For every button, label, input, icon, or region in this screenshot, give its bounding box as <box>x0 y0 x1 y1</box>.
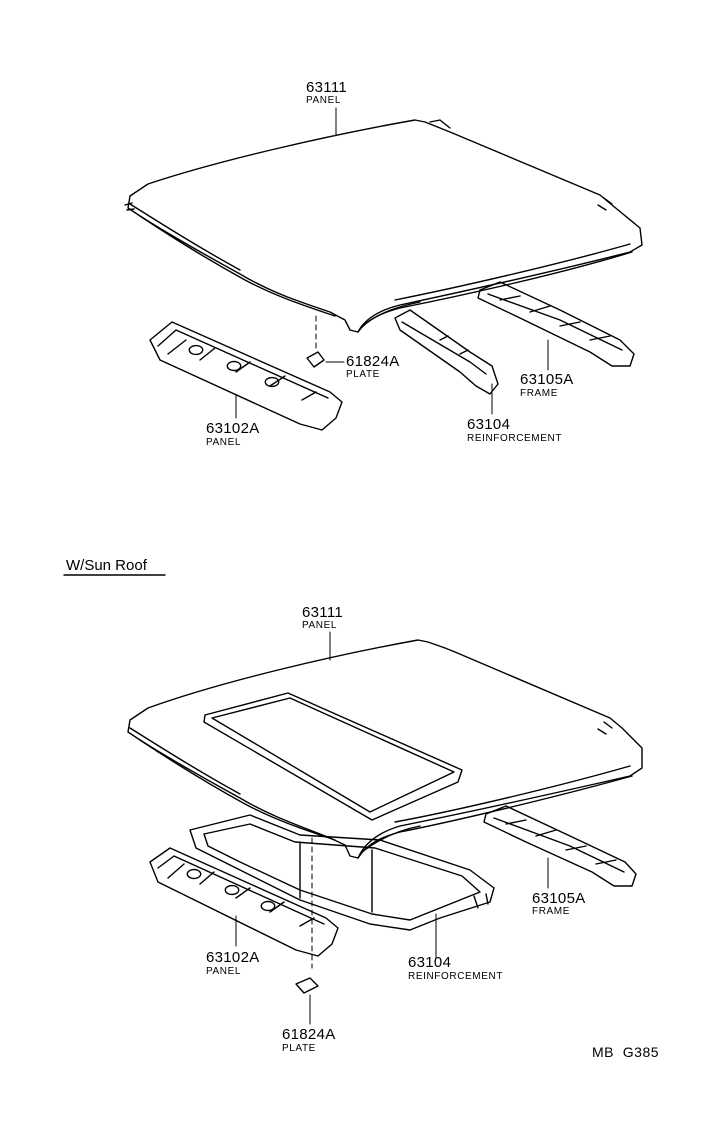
sr-roof-part-name: PANEL <box>302 620 338 631</box>
sr-front-panel-part-name: PANEL <box>206 966 242 977</box>
sr-front-panel-part-no: 63102A <box>206 949 260 966</box>
top-roof-part-name: PANEL <box>306 95 342 106</box>
top-roof-part-no: 63111 <box>306 79 347 96</box>
top-roof-panel <box>124 119 643 333</box>
sunroof-frame <box>483 805 637 887</box>
sr-frame-part-no: 63105A <box>532 890 586 907</box>
top-frame-part-name: FRAME <box>520 388 558 399</box>
top-front-panel <box>149 321 343 431</box>
sr-roof-part-no: 63111 <box>302 604 343 621</box>
top-plate-part-name: PLATE <box>346 369 380 380</box>
sr-plate-part-name: PLATE <box>282 1043 316 1054</box>
diagram-code: MB G385 <box>592 1044 660 1060</box>
top-plate-part-no: 61824A <box>346 353 400 370</box>
top-reinforcement <box>394 309 499 395</box>
sr-reinf-part-name: REINFORCEMENT <box>408 971 504 982</box>
sunroof-plate-shape <box>295 977 319 994</box>
top-frame-part-no: 63105A <box>520 371 574 388</box>
sr-frame-part-name: FRAME <box>532 906 570 917</box>
top-front-panel-part-no: 63102A <box>206 420 260 437</box>
sunroof-front-panel <box>149 847 339 957</box>
sunroof-section-heading: W/Sun Roof <box>66 557 147 574</box>
top-plate-shape <box>306 351 325 368</box>
top-reinf-part-name: REINFORCEMENT <box>467 433 563 444</box>
sunroof-opening <box>203 692 463 821</box>
top-frame <box>477 281 635 367</box>
sunroof-reinforcement <box>189 814 495 931</box>
sr-plate-part-no: 61824A <box>282 1026 336 1043</box>
sunroof-roof-panel <box>127 639 643 859</box>
sr-reinf-part-no: 63104 <box>408 954 452 971</box>
top-reinf-part-no: 63104 <box>467 416 511 433</box>
top-front-panel-part-name: PANEL <box>206 437 242 448</box>
